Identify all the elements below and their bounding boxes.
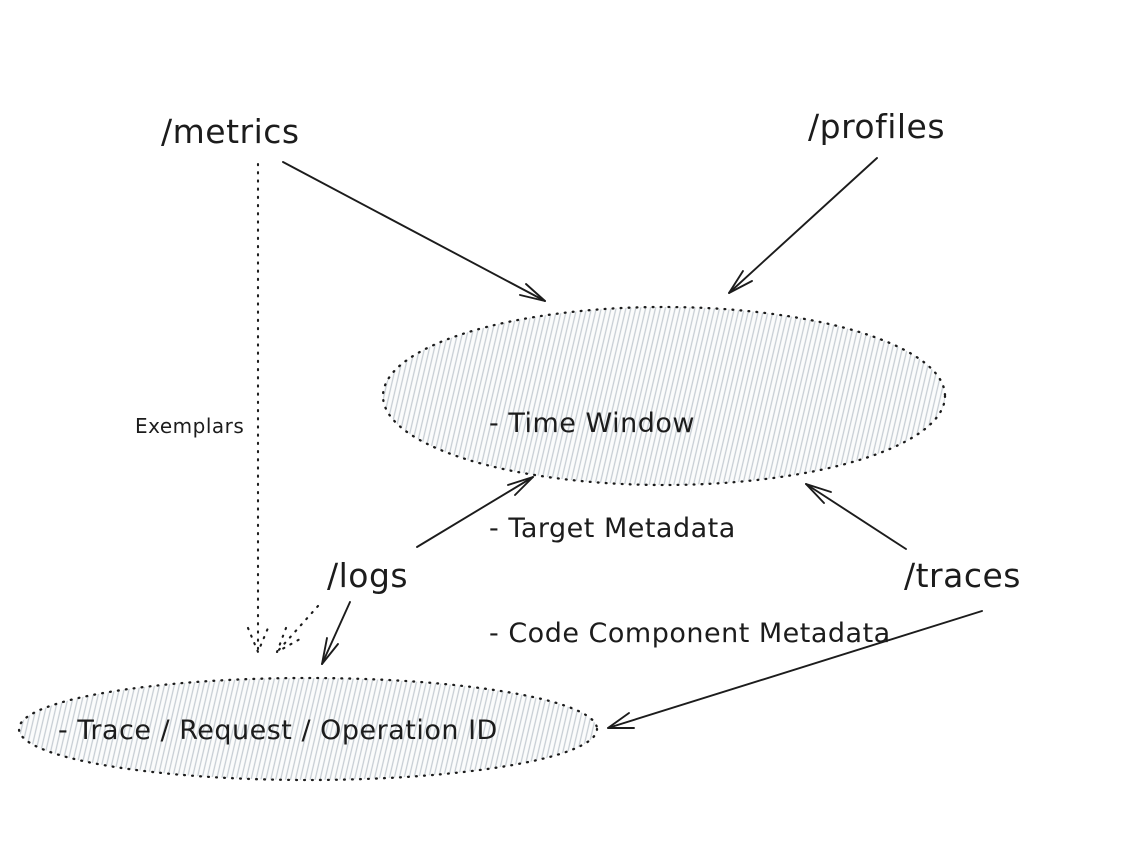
edge-label-exemplars: Exemplars [135,414,245,438]
metadata-list: - Time Window - Target Metadata - Code C… [489,336,891,721]
arrow-traces-to-trace-id [607,610,983,729]
metadata-item-code-component-metadata: - Code Component Metadata [489,618,891,649]
metadata-item-time-window: - Time Window [489,408,695,439]
node-label-traces: /traces [904,556,1021,595]
exemplars-dotted-arrow-metrics-to-trace-id [246,162,270,654]
node-label-logs: /logs [327,556,409,595]
arrow-metrics-to-metadata [282,161,546,302]
dotted-arrow-logs-to-trace-id [275,604,320,654]
arrow-traces-to-metadata [805,483,907,550]
arrow-logs-to-trace-id [321,601,351,665]
arrow-logs-to-metadata [416,476,534,548]
trace-id-item: - Trace / Request / Operation ID [58,715,498,746]
node-label-metrics: /metrics [161,112,300,151]
trace-id-ellipse [17,676,599,782]
arrow-profiles-to-metadata [728,157,878,294]
metadata-item-target-metadata: - Target Metadata [489,513,736,544]
metadata-ellipse [381,305,947,487]
node-label-profiles: /profiles [808,107,946,146]
